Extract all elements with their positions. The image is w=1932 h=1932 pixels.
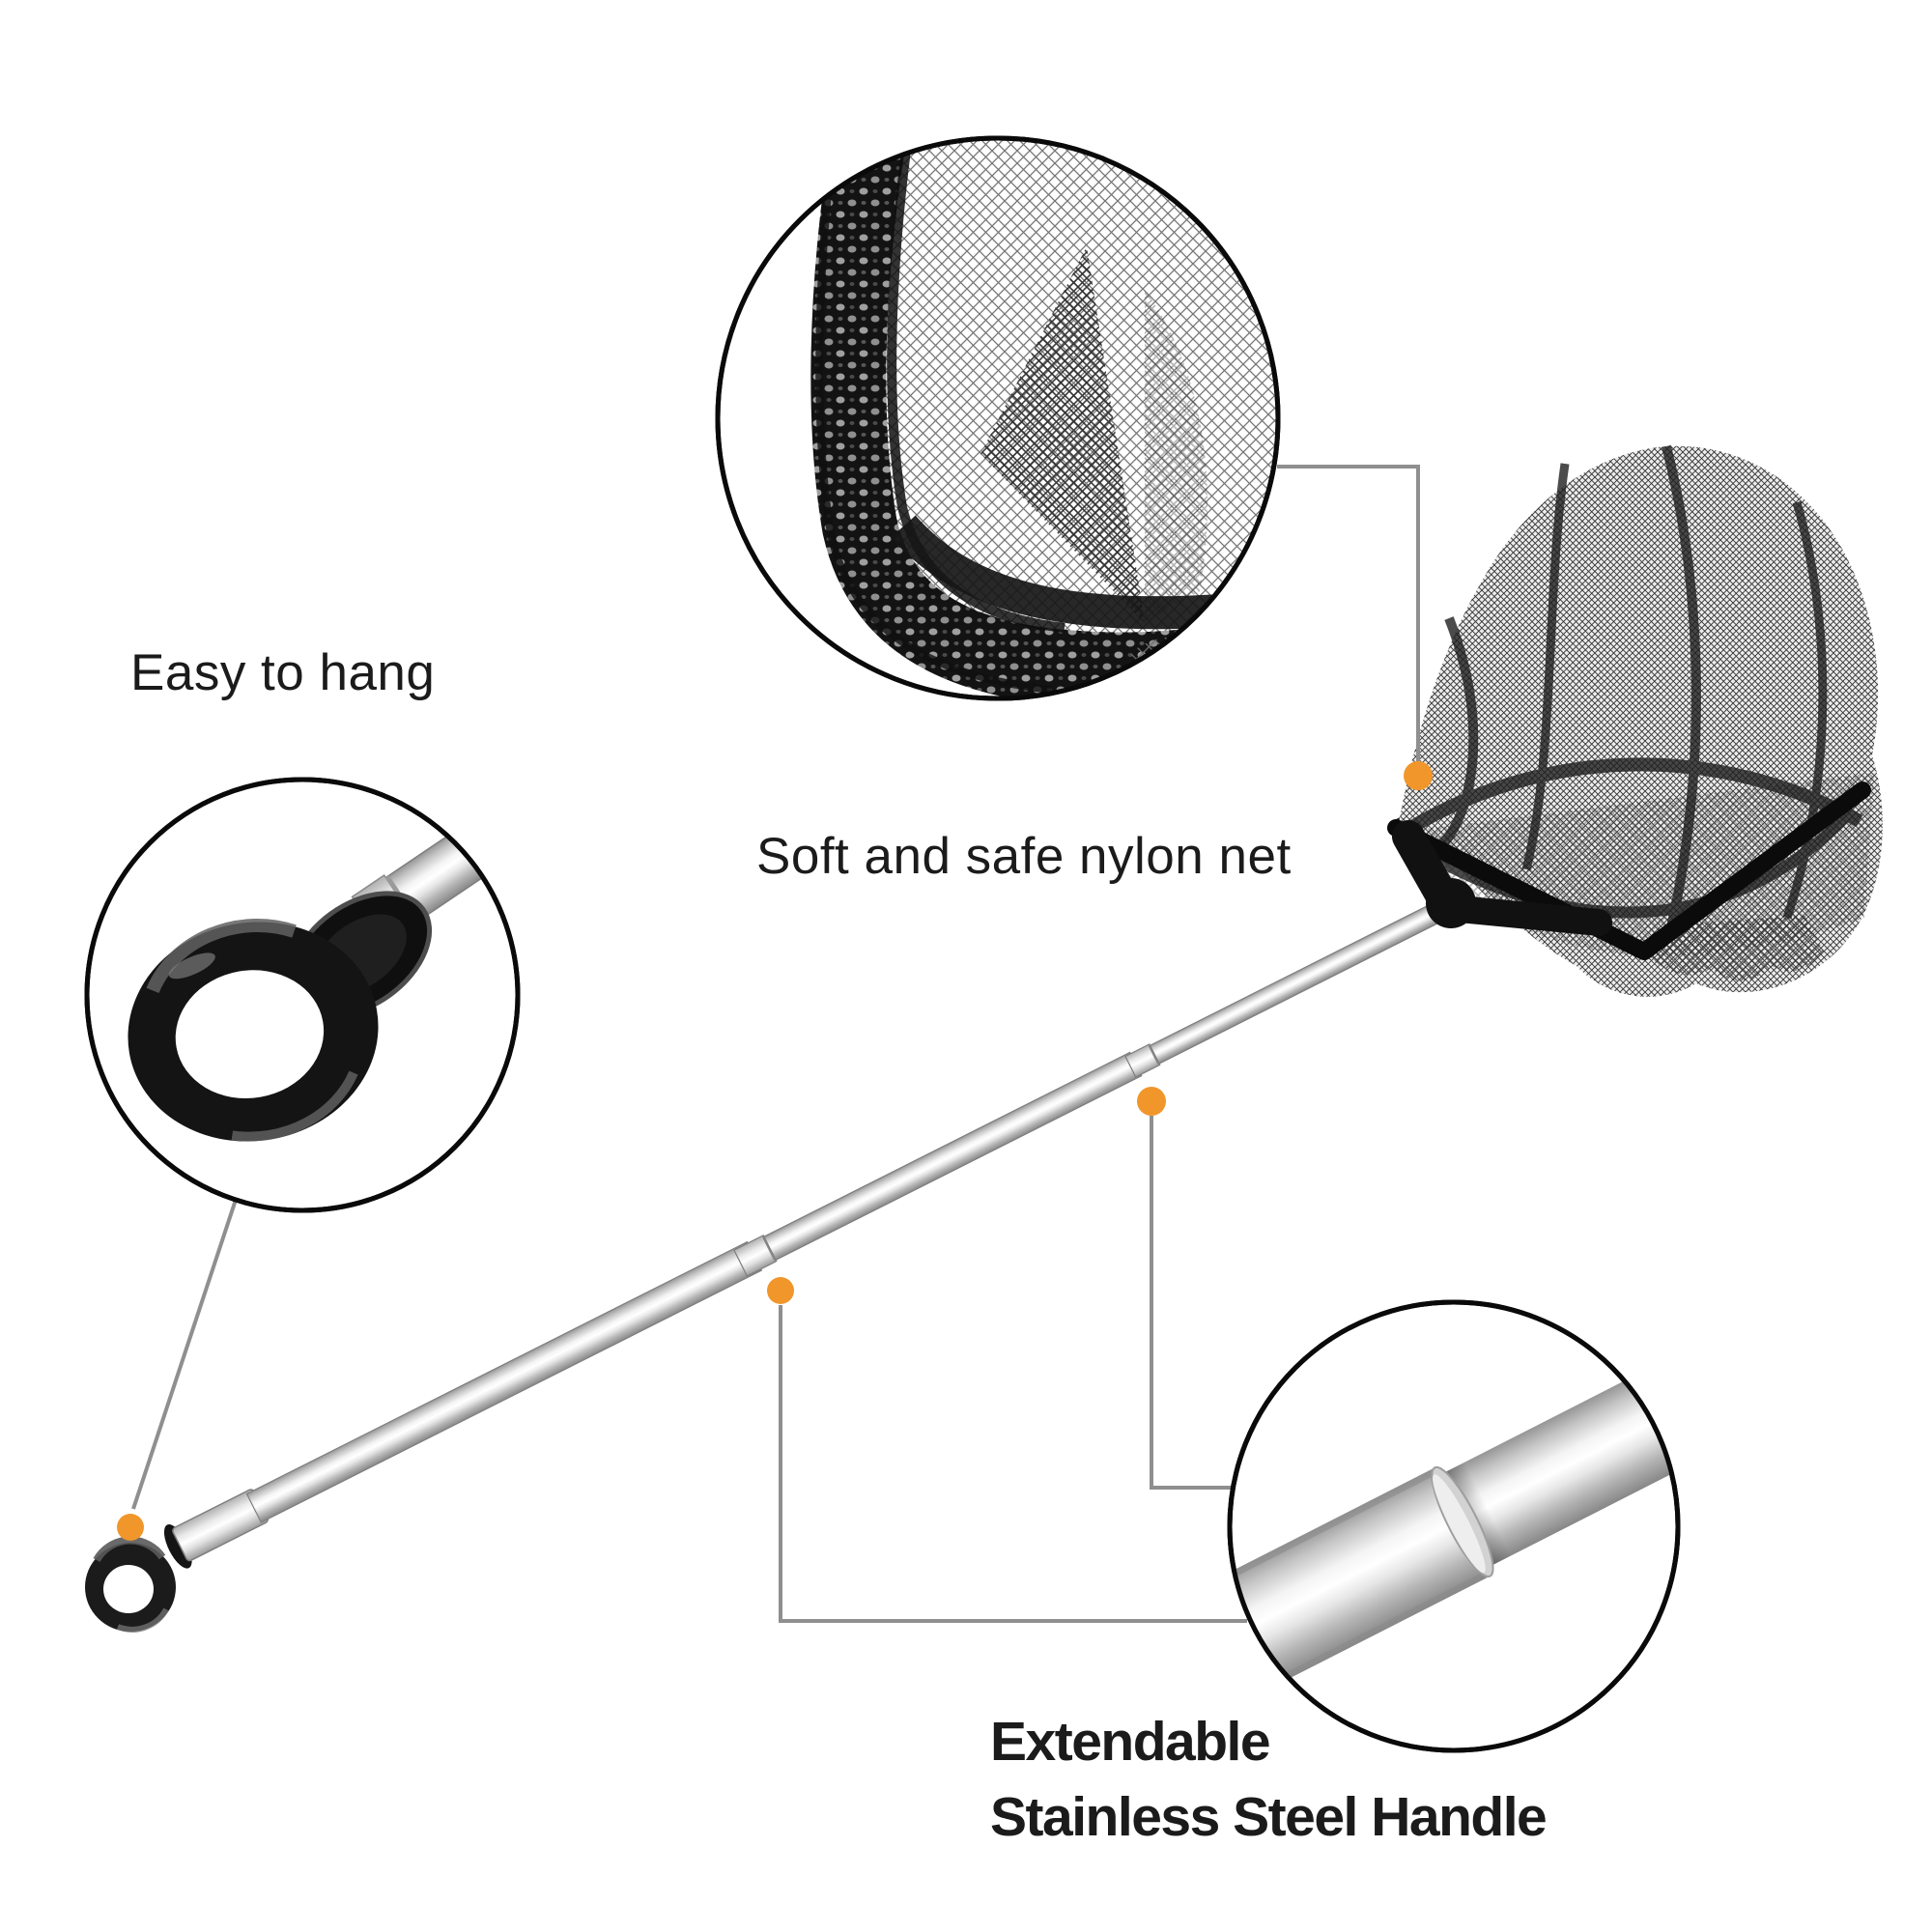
leader-line-upper-joint: [1150, 1116, 1231, 1490]
handle-segment-thin: [1149, 893, 1463, 1065]
leader-line-lower-joint: [779, 1305, 1247, 1623]
handle-lower-joint-dot: [767, 1277, 794, 1304]
net-yoke-connector: [1392, 820, 1612, 936]
inset-nylon-net-corner-closeup: [715, 135, 1281, 701]
handle-segment-middle: [763, 1051, 1143, 1262]
handle-segment-thick: [245, 1240, 763, 1523]
net-head: [1387, 444, 1883, 997]
inset-hanging-ring-closeup: [84, 777, 521, 1213]
net-frame-corner-dot: [1404, 761, 1433, 790]
telescopic-handle: [163, 893, 1463, 1569]
hanging-ring-dot: [117, 1514, 144, 1541]
inset-steel-handle-joint-closeup: [1227, 1299, 1681, 1753]
hanging-ring: [85, 1536, 176, 1633]
inset2-eye-ring: [128, 918, 379, 1142]
soft-nylon-net-label: Soft and safe nylon net: [756, 828, 1292, 885]
inset1-mesh-fold: [980, 246, 1145, 623]
leader-line-net: [1277, 465, 1420, 761]
inset1-band-outer-edge: [815, 144, 1052, 694]
net-mesh-hanging-scallops: [1647, 916, 1824, 981]
net-mesh-folds: [1399, 444, 1863, 929]
extendable-label-line1: Extendable: [990, 1711, 1271, 1773]
inset1-band-inner-edge: [887, 149, 1065, 633]
inset1-mesh-fold-soft: [1145, 290, 1208, 623]
inset1-mesh-scrap: [1130, 634, 1275, 684]
handle-upper-joint-dot: [1137, 1087, 1166, 1116]
extendable-label-line2: Stainless Steel Handle: [990, 1786, 1548, 1848]
leader-line-ring: [131, 1199, 238, 1510]
net-frame-front-edges: [1387, 781, 1871, 960]
easy-to-hang-label: Easy to hang: [130, 644, 436, 701]
